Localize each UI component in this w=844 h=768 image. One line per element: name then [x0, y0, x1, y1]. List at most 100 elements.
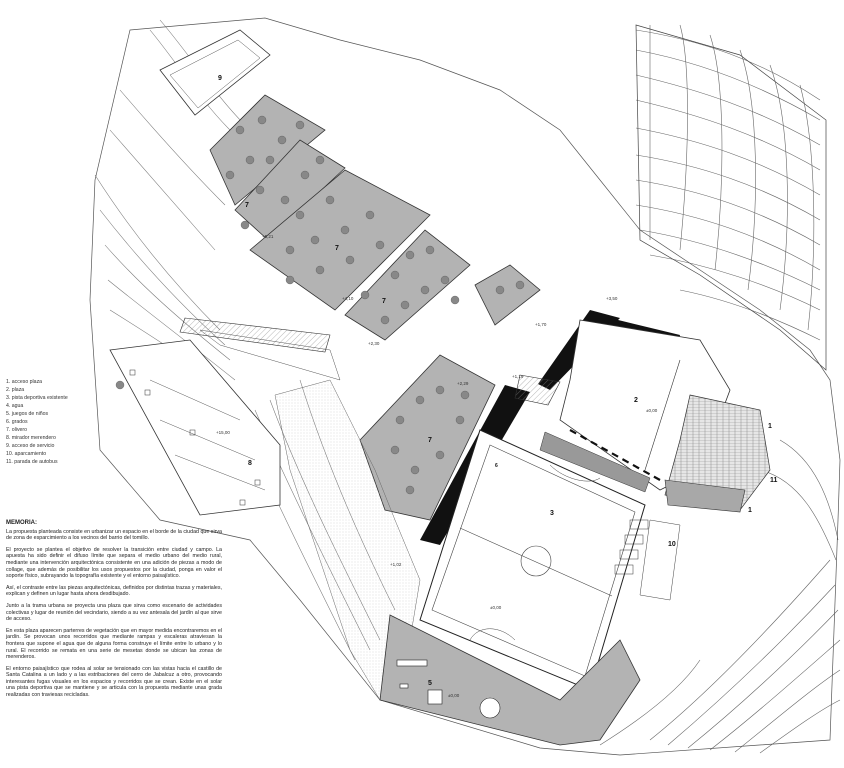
contour-lines-east	[635, 24, 821, 341]
level-mark: +4,10	[342, 296, 354, 301]
planter-strip	[539, 431, 651, 493]
memoria-paragraph: La propuesta planteada consiste en urban…	[6, 528, 222, 542]
olive-tree	[395, 415, 405, 425]
memoria-paragraph: En esta plaza aparecen parterres de vege…	[6, 627, 222, 661]
olive-tree	[315, 155, 325, 165]
olive-tree	[280, 195, 290, 205]
olive-tree	[345, 255, 355, 265]
memoria-text: MEMORIA: La propuesta planteada consiste…	[6, 520, 222, 704]
legend-item: 10. aparcamiento	[6, 451, 47, 458]
olive-tree	[420, 285, 430, 295]
legend-item: 11. parada de autobus	[6, 459, 58, 466]
road-edge	[635, 24, 827, 371]
olive-tree	[375, 240, 385, 250]
zone-label-7d: 7	[428, 437, 432, 444]
memoria-paragraph: El entorno paisajístico que rodea al sol…	[6, 665, 222, 699]
zone-label-3: 3	[550, 510, 554, 517]
parking-area	[639, 519, 681, 601]
olive-tree	[295, 210, 305, 220]
level-marks: +5,21 +4,10 +3,50 +2,30 +1,70 +2,29 +1,1…	[216, 234, 658, 698]
play-area	[379, 614, 641, 746]
level-mark: +2,30	[368, 341, 380, 346]
zone-label-7c: 7	[382, 298, 386, 305]
olive-tree	[450, 295, 460, 305]
olive-trees	[115, 115, 525, 495]
olive-tree	[405, 485, 415, 495]
olive-tree	[495, 285, 505, 295]
grades	[514, 374, 561, 406]
olive-tree	[440, 275, 450, 285]
olive-tree	[455, 415, 465, 425]
olive-tree	[285, 245, 295, 255]
olive-tree	[315, 265, 325, 275]
level-mark: +1,19	[512, 374, 524, 379]
legend-item: 8. mirador merendero	[6, 435, 56, 442]
contour-lines-south	[599, 439, 841, 754]
zone-label-6: 6	[495, 463, 498, 469]
olive-tree	[285, 275, 295, 285]
olive-tree	[365, 210, 375, 220]
memoria-paragraph: El proyecto se plantea el objetivo de re…	[6, 546, 222, 580]
olive-tree	[400, 300, 410, 310]
olive-tree	[390, 270, 400, 280]
olive-tree	[435, 385, 445, 395]
level-mark: +5,21	[262, 234, 274, 239]
legend-item: 6. grados	[6, 419, 28, 426]
olive-tree	[240, 220, 250, 230]
olive-tree	[415, 395, 425, 405]
legend-item: 1. acceso plaza	[6, 379, 43, 385]
olive-tree	[255, 185, 265, 195]
play-elements	[396, 659, 501, 719]
legend-item: 9. acceso de servicio	[6, 443, 55, 450]
level-mark: ±0,00	[490, 605, 502, 610]
level-mark: +1,02	[390, 562, 402, 567]
olive-tree	[460, 390, 470, 400]
zone-label-5: 5	[428, 680, 432, 687]
zone-label-2: 2	[634, 397, 638, 404]
legend-item: 4. agua	[6, 403, 24, 410]
olive-tree	[235, 125, 245, 135]
level-mark: +15,00	[216, 430, 230, 435]
olive-tree	[325, 195, 335, 205]
olive-tree	[265, 155, 275, 165]
olive-tree	[390, 445, 400, 455]
level-mark: ±0,00	[448, 693, 460, 698]
legend-item: 5. juegos de niños	[6, 411, 49, 418]
level-mark: +2,29	[457, 381, 469, 386]
zone-label-9: 9	[218, 75, 222, 82]
service-access-area	[159, 29, 271, 116]
olive-tree	[245, 155, 255, 165]
olive-tree	[380, 315, 390, 325]
olive-tree	[115, 380, 125, 390]
olive-tree	[340, 225, 350, 235]
olive-tree	[300, 170, 310, 180]
level-mark: ±0,00	[646, 408, 658, 413]
olive-tree	[257, 115, 267, 125]
zone-label-7b: 7	[335, 245, 339, 252]
olive-tree	[277, 135, 287, 145]
olive-tree	[410, 465, 420, 475]
olive-tree	[360, 290, 370, 300]
zone-label-10: 10	[668, 541, 676, 548]
legend-item: 2. plaza	[6, 387, 25, 394]
legend-item: 3. pista deportiva existente	[6, 395, 68, 402]
zone-label-1a: 1	[768, 423, 772, 430]
level-mark: +3,50	[606, 296, 618, 301]
memoria-paragraph: Así, el contraste entre las piezas arqui…	[6, 584, 222, 598]
olive-tree	[295, 120, 305, 130]
olive-tree	[310, 235, 320, 245]
zone-label-1b: 1	[748, 507, 752, 514]
level-mark: +1,70	[535, 322, 547, 327]
olive-tree	[225, 170, 235, 180]
olive-tree	[515, 280, 525, 290]
zone-label-7a: 7	[245, 202, 249, 209]
zone-label-11: 11	[770, 477, 778, 484]
site-boundary	[89, 17, 841, 756]
memoria-title: MEMORIA:	[6, 520, 37, 526]
mirador-merendero	[109, 339, 281, 516]
bus-stop-area	[664, 394, 771, 513]
zone-label-8: 8	[248, 460, 252, 467]
zone-labels: 9 7 7 7 7 8 2 3 1 1 11 10 5 6	[218, 75, 778, 687]
